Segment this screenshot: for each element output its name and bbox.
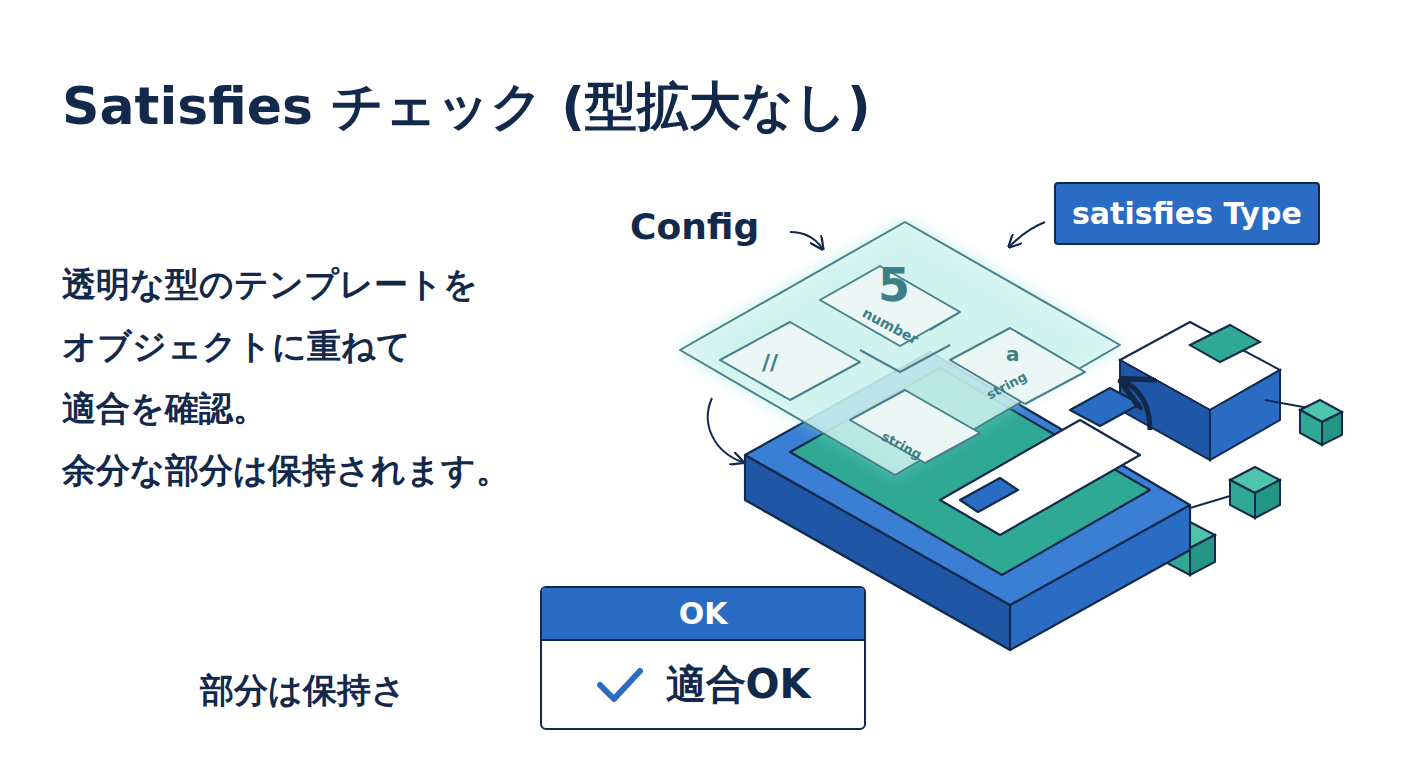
description-text: オブジェクトに重ねて (62, 324, 411, 370)
result-header: OK (542, 588, 864, 641)
type-label: 5 (878, 258, 910, 312)
result-box: OK 適合OK (540, 586, 866, 730)
check-mark (596, 665, 644, 705)
tag-text: satisfies Type (1072, 196, 1302, 231)
description-text: 適合を確認。 (62, 386, 267, 432)
title: Satisfies チェック (型拡大なし) (62, 72, 871, 142)
result-row: 適合OK (542, 641, 864, 728)
description-text: 余分な部分は保持されます。 (62, 448, 510, 494)
type-label: // (762, 350, 778, 375)
type-tag: satisfies Type (1054, 182, 1320, 245)
result-text: 適合OK (666, 657, 811, 712)
part-label: Config (630, 206, 759, 247)
type-label: a (1006, 342, 1020, 366)
description-text: 透明な型のテンプレートを (62, 262, 478, 308)
type-label: 部分は保持さ (200, 668, 406, 714)
